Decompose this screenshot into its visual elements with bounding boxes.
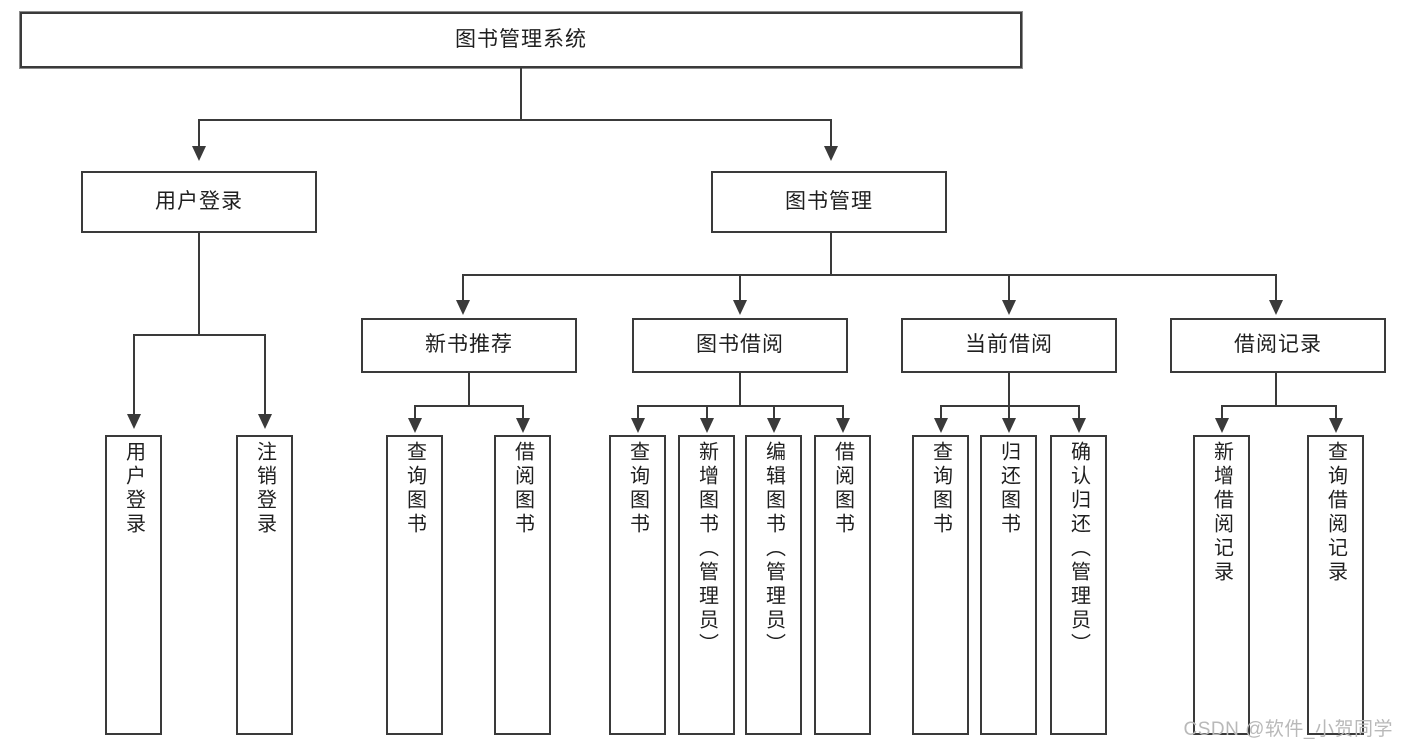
connector-new-book-recommend-drop-1	[414, 405, 416, 420]
node-leaf-edit-book-label: 编辑图书（管理员）	[762, 441, 785, 657]
connector-user-login-bus	[133, 334, 266, 336]
node-leaf-query-book-3-label: 查询图书	[929, 441, 952, 537]
arrowhead-to-current-borrow	[1002, 300, 1016, 315]
node-leaf-user-logout-label: 注销登录	[253, 441, 276, 537]
node-leaf-user-login-label: 用户登录	[122, 441, 145, 537]
arrowhead-leaf-confirm-return	[1072, 418, 1086, 433]
arrowhead-to-new-book-recommend	[456, 300, 470, 315]
node-leaf-edit-book[interactable]: 编辑图书（管理员）	[745, 435, 802, 735]
connector-book-borrow-drop-3	[773, 405, 775, 420]
arrowhead-leaf-return-book	[1002, 418, 1016, 433]
connector-current-borrow-bus	[940, 405, 1080, 407]
arrowhead-to-book-borrow	[733, 300, 747, 315]
node-leaf-return-book-label: 归还图书	[997, 441, 1020, 537]
node-user-login[interactable]: 用户登录	[81, 171, 317, 233]
connector-to-user-login	[198, 119, 200, 148]
node-leaf-user-login[interactable]: 用户登录	[105, 435, 162, 735]
node-new-book-recommend[interactable]: 新书推荐	[361, 318, 577, 373]
node-leaf-borrow-book-1-label: 借阅图书	[511, 441, 534, 537]
connector-borrow-record-drop-2	[1335, 405, 1337, 420]
connector-book-borrow-bus	[637, 405, 844, 407]
connector-book-manage-drop-2	[739, 274, 741, 302]
connector-current-borrow-drop-2	[1008, 405, 1010, 420]
connector-new-book-recommend-stem	[468, 373, 470, 406]
node-leaf-user-logout[interactable]: 注销登录	[236, 435, 293, 735]
node-user-login-label: 用户登录	[155, 189, 243, 213]
connector-book-borrow-drop-2	[706, 405, 708, 420]
arrowhead-to-borrow-record	[1269, 300, 1283, 315]
connector-level2-bus	[198, 119, 832, 121]
connector-user-login-drop-1	[133, 334, 135, 416]
node-leaf-query-record-label: 查询借阅记录	[1324, 441, 1347, 585]
connector-borrow-record-stem	[1275, 373, 1277, 406]
connector-book-manage-drop-4	[1275, 274, 1277, 302]
connector-book-manage-drop-3	[1008, 274, 1010, 302]
connector-book-manage-drop-1	[462, 274, 464, 302]
node-book-manage-label: 图书管理	[785, 189, 873, 213]
arrowhead-leaf-user-login	[127, 414, 141, 429]
node-leaf-borrow-book-1[interactable]: 借阅图书	[494, 435, 551, 735]
node-book-borrow[interactable]: 图书借阅	[632, 318, 848, 373]
node-leaf-add-book[interactable]: 新增图书（管理员）	[678, 435, 735, 735]
arrowhead-leaf-query-book-2	[631, 418, 645, 433]
node-book-manage[interactable]: 图书管理	[711, 171, 947, 233]
arrowhead-leaf-edit-book	[767, 418, 781, 433]
arrowhead-to-user-login	[192, 146, 206, 161]
connector-book-manage-bus	[462, 274, 1277, 276]
arrowhead-leaf-query-book-1	[408, 418, 422, 433]
node-borrow-record-label: 借阅记录	[1234, 333, 1322, 357]
connector-new-book-recommend-bus	[414, 405, 524, 407]
node-borrow-record[interactable]: 借阅记录	[1170, 318, 1386, 373]
node-root-label: 图书管理系统	[455, 27, 587, 51]
node-root-book-management-system[interactable]: 图书管理系统	[20, 12, 1022, 68]
node-book-borrow-label: 图书借阅	[696, 333, 784, 357]
arrowhead-leaf-query-book-3	[934, 418, 948, 433]
node-leaf-query-book-3[interactable]: 查询图书	[912, 435, 969, 735]
node-leaf-return-book[interactable]: 归还图书	[980, 435, 1037, 735]
node-new-book-recommend-label: 新书推荐	[425, 333, 513, 357]
watermark-text: CSDN @软件_小贺同学	[1183, 719, 1393, 740]
connector-current-borrow-stem	[1008, 373, 1010, 406]
node-leaf-add-record[interactable]: 新增借阅记录	[1193, 435, 1250, 735]
node-leaf-query-book-2[interactable]: 查询图书	[609, 435, 666, 735]
connector-borrow-record-bus	[1221, 405, 1337, 407]
connector-book-borrow-stem	[739, 373, 741, 406]
node-leaf-confirm-return[interactable]: 确认归还（管理员）	[1050, 435, 1107, 735]
arrowhead-leaf-query-record	[1329, 418, 1343, 433]
node-leaf-add-book-label: 新增图书（管理员）	[695, 441, 718, 657]
node-leaf-borrow-book-2[interactable]: 借阅图书	[814, 435, 871, 735]
arrowhead-leaf-add-record	[1215, 418, 1229, 433]
connector-borrow-record-drop-1	[1221, 405, 1223, 420]
connector-book-manage-stem	[830, 233, 832, 275]
node-leaf-borrow-book-2-label: 借阅图书	[831, 441, 854, 537]
node-leaf-query-book-2-label: 查询图书	[626, 441, 649, 537]
node-leaf-add-record-label: 新增借阅记录	[1210, 441, 1233, 585]
connector-book-borrow-drop-1	[637, 405, 639, 420]
connector-current-borrow-drop-3	[1078, 405, 1080, 420]
node-current-borrow[interactable]: 当前借阅	[901, 318, 1117, 373]
connector-to-book-manage	[830, 119, 832, 148]
connector-book-borrow-drop-4	[842, 405, 844, 420]
node-leaf-confirm-return-label: 确认归还（管理员）	[1067, 441, 1090, 657]
node-leaf-query-book-1[interactable]: 查询图书	[386, 435, 443, 735]
connector-root-stem	[520, 68, 522, 120]
node-leaf-query-record[interactable]: 查询借阅记录	[1307, 435, 1364, 735]
arrowhead-leaf-borrow-book-2	[836, 418, 850, 433]
node-current-borrow-label: 当前借阅	[965, 333, 1053, 357]
connector-new-book-recommend-drop-2	[522, 405, 524, 420]
connector-current-borrow-drop-1	[940, 405, 942, 420]
connector-user-login-stem	[198, 233, 200, 335]
arrowhead-leaf-user-logout	[258, 414, 272, 429]
node-leaf-query-book-1-label: 查询图书	[403, 441, 426, 537]
arrowhead-leaf-add-book	[700, 418, 714, 433]
arrowhead-to-book-manage	[824, 146, 838, 161]
arrowhead-leaf-borrow-book-1	[516, 418, 530, 433]
connector-user-login-drop-2	[264, 334, 266, 416]
